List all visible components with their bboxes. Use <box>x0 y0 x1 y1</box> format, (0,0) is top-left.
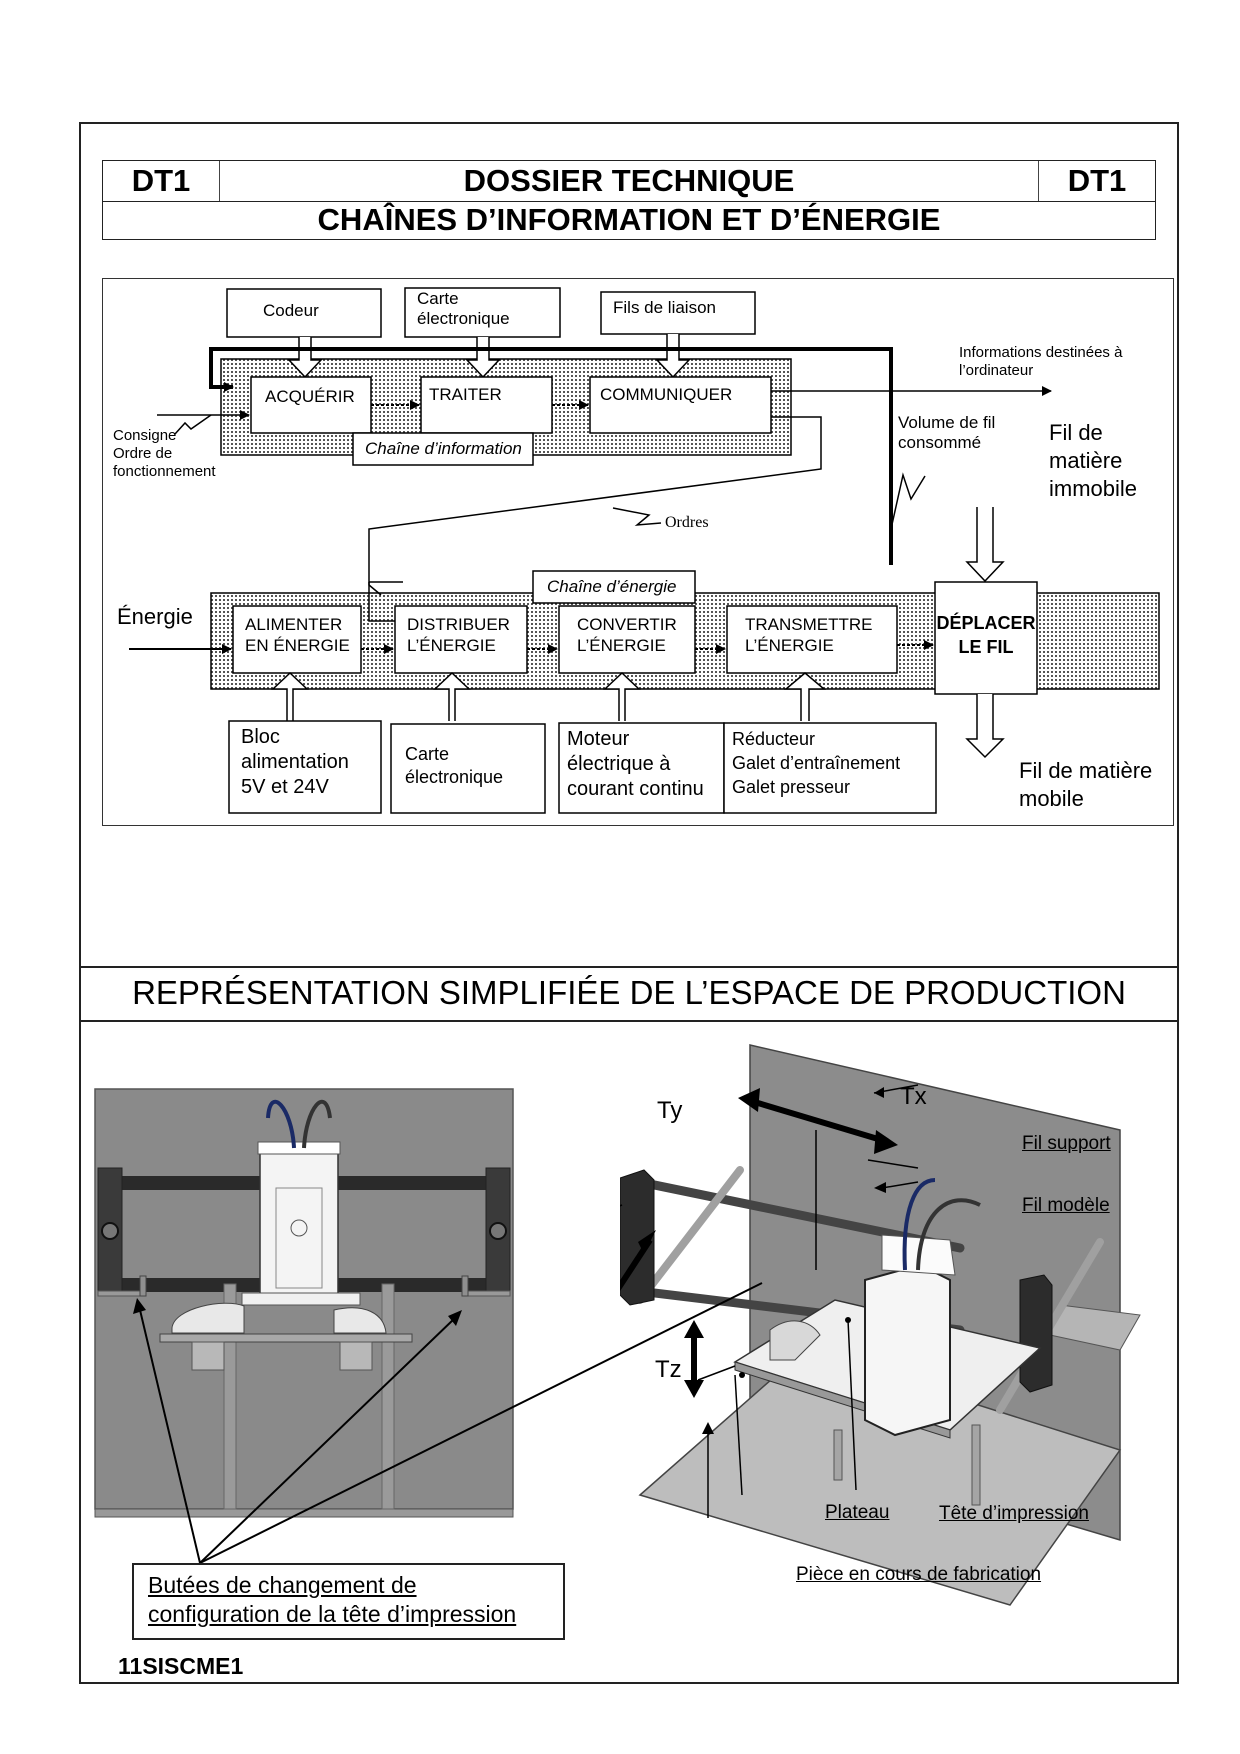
axis-ty-label: Ty <box>657 1097 683 1124</box>
info-chain-label-box <box>352 432 534 466</box>
doc-subtitle: CHAÎNES D’INFORMATION ET D’ÉNERGIE <box>317 202 941 237</box>
bloc-l1: Bloc <box>241 726 280 748</box>
moteur-l1: Moteur <box>567 728 630 750</box>
consigne-label-l2: Ordre de <box>113 445 173 462</box>
axis-tx-label: Tx <box>900 1083 927 1110</box>
document-header: DT1 DOSSIER TECHNIQUE DT1 CHAÎNES D’INFO… <box>102 160 1156 240</box>
convertir-box <box>558 605 696 674</box>
feedback-label-l1: Volume de fil <box>898 413 996 432</box>
plateau-label: Plateau <box>825 1502 890 1523</box>
feedback-label-l2: consommé <box>898 433 982 452</box>
transmettre-l2: L’ÉNERGIE <box>745 636 834 655</box>
codeur-label: Codeur <box>263 301 319 320</box>
axis-tz-label: Tz <box>655 1356 682 1383</box>
output-label-l2: l’ordinateur <box>959 362 1034 379</box>
tete-impression-label: Tête d’impression <box>939 1503 1089 1524</box>
energy-chain-label: Chaîne d’énergie <box>547 577 677 596</box>
doc-code-left: DT1 <box>103 161 220 201</box>
alimenter-box <box>232 605 362 674</box>
carte-box-bottom <box>390 723 546 814</box>
consigne-label-l1: Consigne <box>113 427 177 444</box>
output-label-l1: Informations destinées à <box>959 344 1123 361</box>
reducteur-l2: Galet d’entraînement <box>732 753 901 773</box>
doc-code-right: DT1 <box>1038 161 1155 201</box>
distribuer-l2: L’ÉNERGIE <box>407 636 496 655</box>
page-frame <box>79 122 1179 1684</box>
isometric-illustration <box>620 1044 1141 1606</box>
transmettre-box <box>726 605 898 674</box>
production-title: REPRÉSENTATION SIMPLIFIÉE DE L’ESPACE DE… <box>132 974 1126 1011</box>
alimenter-l1: ALIMENTER <box>245 615 343 634</box>
carte2-l2: électronique <box>405 767 504 787</box>
acquerir-box <box>250 376 372 434</box>
diagram-lines <box>129 287 1160 814</box>
section-divider-top <box>79 966 1179 968</box>
codeur-box <box>226 288 382 338</box>
carte-label-l1: Carte <box>417 289 459 308</box>
matter-out-l2: mobile <box>1019 786 1084 811</box>
section-divider-bottom <box>79 1020 1179 1022</box>
distribuer-box <box>394 605 528 674</box>
bloc-l3: 5V et 24V <box>241 776 329 798</box>
carte-box-top <box>404 287 561 338</box>
callout-line-1: Butées de changement de <box>148 1572 417 1598</box>
bloc-l2: alimentation <box>241 751 349 773</box>
fil-modele-label: Fil modèle <box>1022 1195 1110 1216</box>
energy-chain-label-box <box>532 570 696 604</box>
fil-support-label: Fil support <box>1022 1133 1111 1154</box>
orders-label: Ordres <box>665 514 709 531</box>
bloc-alim-box <box>228 720 382 814</box>
reducteur-l3: Galet presseur <box>732 777 851 797</box>
doc-title: DOSSIER TECHNIQUE <box>463 163 795 198</box>
matter-in-l1: Fil de <box>1049 420 1103 445</box>
front-view-illustration <box>94 1088 514 1518</box>
piece-label: Pièce en cours de fabrication <box>796 1564 1042 1585</box>
moteur-box <box>558 722 725 814</box>
matter-in-l3: immobile <box>1049 476 1138 501</box>
fils-label: Fils de liaison <box>613 298 716 317</box>
document-reference: 11SISCME1 <box>118 1653 244 1679</box>
callout-line-2: configuration de la tête d’impression <box>148 1601 517 1627</box>
reducteur-l1: Réducteur <box>732 729 816 749</box>
chain-diagram: Codeur Carte électronique Fils de liaiso… <box>102 278 1174 826</box>
acquerir-label: ACQUÉRIR <box>265 387 355 406</box>
carte2-l1: Carte <box>405 744 450 764</box>
alimenter-l2: EN ÉNERGIE <box>245 636 350 655</box>
consigne-label-l3: fonctionnement <box>113 463 216 480</box>
moteur-l3: courant continu <box>567 778 704 800</box>
deplacer-l2: LE FIL <box>958 637 1014 657</box>
deplacer-l1: DÉPLACER <box>936 613 1036 633</box>
distribuer-l1: DISTRIBUER <box>407 615 510 634</box>
convertir-l1: CONVERTIR <box>577 615 677 634</box>
communiquer-box <box>589 376 772 434</box>
reducteur-box <box>723 722 937 814</box>
matter-out-l1: Fil de matière <box>1019 758 1153 783</box>
matter-in-l2: matière <box>1049 448 1123 473</box>
traiter-label: TRAITER <box>429 385 502 404</box>
moteur-l2: électrique à <box>567 753 671 775</box>
carte-label-l2: électronique <box>417 309 510 328</box>
transmettre-l1: TRANSMETTRE <box>745 615 873 634</box>
info-chain-label: Chaîne d’information <box>365 439 522 458</box>
convertir-l2: L’ÉNERGIE <box>577 636 666 655</box>
deplacer-box <box>934 581 1038 695</box>
energy-input-label: Énergie <box>117 604 193 629</box>
butees-callout: Butées de changement de configuration de… <box>132 1563 565 1640</box>
communiquer-label: COMMUNIQUER <box>600 385 733 404</box>
